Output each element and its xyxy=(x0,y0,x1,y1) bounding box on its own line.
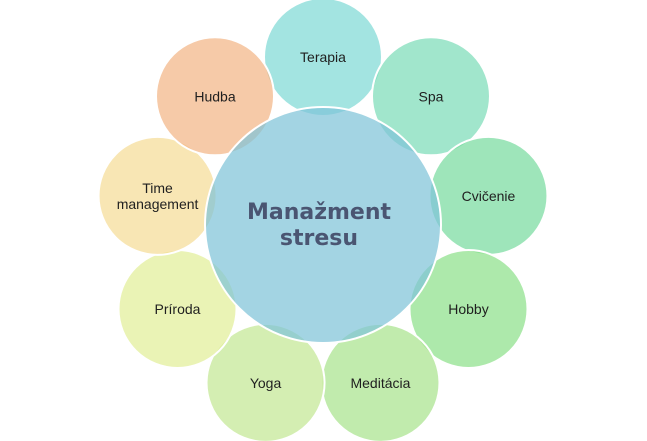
petal-label-terapia: Terapia xyxy=(300,49,346,65)
petal-label-cvicenie-line-1: Cvičenie xyxy=(462,188,516,204)
petal-label-time-mgmt-line-1: Time xyxy=(142,180,173,196)
petal-label-spa: Spa xyxy=(419,88,444,104)
petal-hudba xyxy=(155,36,276,157)
petal-label-meditacia: Meditácia xyxy=(350,375,410,391)
petal-label-hudba-line-1: Hudba xyxy=(194,88,235,104)
center-layer xyxy=(204,106,442,344)
petal-label-priroda-line-1: Príroda xyxy=(155,301,201,317)
petal-label-yoga: Yoga xyxy=(250,375,282,391)
petal-label-hobby-line-1: Hobby xyxy=(448,301,488,317)
petal-label-meditacia-line-1: Meditácia xyxy=(350,375,410,391)
petal-label-spa-line-1: Spa xyxy=(419,88,444,104)
petal-layer xyxy=(97,0,549,441)
petal-label-hudba: Hudba xyxy=(194,88,235,104)
petal-label-time-mgmt-line-2: management xyxy=(117,196,199,212)
petal-hobby xyxy=(408,249,529,369)
petal-label-priroda: Príroda xyxy=(155,301,201,317)
center-label-line-1: Manažment xyxy=(247,200,392,225)
petal-spa xyxy=(370,36,491,157)
petal-label-yoga-line-1: Yoga xyxy=(250,375,282,391)
petal-label-terapia-line-1: Terapia xyxy=(300,49,346,65)
petal-label-hobby: Hobby xyxy=(448,301,488,317)
petal-label-cvicenie: Cvičenie xyxy=(462,188,516,204)
center-circle xyxy=(204,106,442,344)
center-label-line-2: stresu xyxy=(280,226,358,251)
